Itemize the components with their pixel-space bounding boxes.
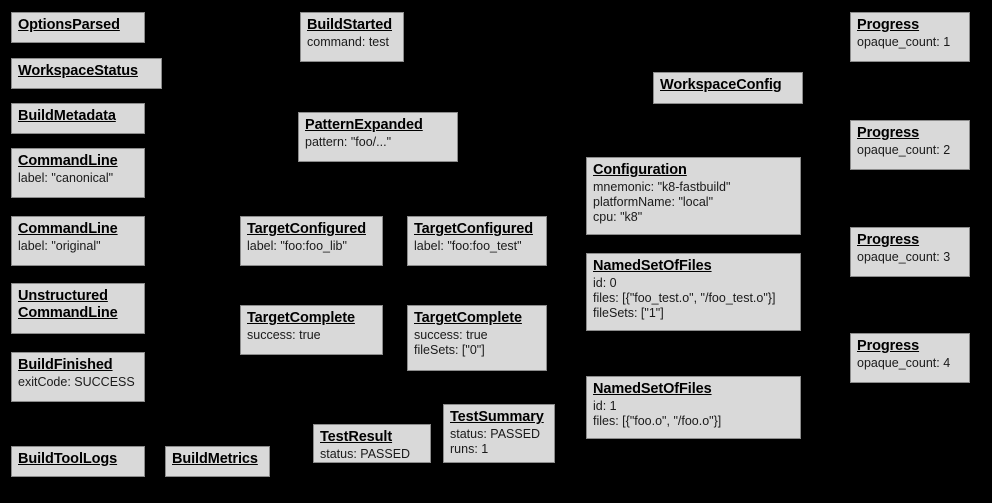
node-build-metrics[interactable]: BuildMetrics bbox=[165, 446, 270, 477]
node-progress-2[interactable]: Progress opaque_count: 2 bbox=[850, 120, 970, 170]
node-title: NamedSetOfFiles bbox=[593, 381, 712, 397]
node-build-started[interactable]: BuildStarted command: test bbox=[300, 12, 404, 62]
node-fields: label: "original" bbox=[18, 239, 138, 254]
node-field: command: test bbox=[307, 35, 389, 49]
node-configuration[interactable]: Configuration mnemonic: "k8-fastbuild"pla… bbox=[586, 157, 801, 235]
node-title: TargetComplete bbox=[247, 310, 355, 326]
node-field: mnemonic: "k8-fastbuild" bbox=[593, 180, 731, 194]
node-pattern-expanded[interactable]: PatternExpanded pattern: "foo/..." bbox=[298, 112, 458, 162]
node-field: runs: 1 bbox=[450, 442, 489, 456]
node-progress-3[interactable]: Progress opaque_count: 3 bbox=[850, 227, 970, 277]
node-fields: success: true bbox=[247, 328, 376, 343]
node-field: files: [{"foo.o", "/foo.o"}] bbox=[593, 414, 722, 428]
node-field: cpu: "k8" bbox=[593, 210, 643, 224]
node-command-line-original[interactable]: CommandLine label: "original" bbox=[11, 216, 145, 266]
node-fields: opaque_count: 4 bbox=[857, 356, 963, 371]
node-title: TargetConfigured bbox=[414, 221, 533, 237]
node-fields: opaque_count: 2 bbox=[857, 143, 963, 158]
node-title: OptionsParsed bbox=[18, 17, 120, 33]
node-field: success: true bbox=[247, 328, 321, 342]
node-test-result[interactable]: TestResult status: PASSED bbox=[313, 424, 431, 463]
node-title: TestResult bbox=[320, 429, 393, 445]
node-fields: command: test bbox=[307, 35, 397, 50]
node-build-finished[interactable]: BuildFinished exitCode: SUCCESS bbox=[11, 352, 145, 402]
node-field: status: PASSED bbox=[320, 447, 411, 461]
node-target-configured-foo-test[interactable]: TargetConfigured label: "foo:foo_test" bbox=[407, 216, 547, 266]
node-title: WorkspaceStatus bbox=[18, 63, 138, 79]
node-target-configured-foo-lib[interactable]: TargetConfigured label: "foo:foo_lib" bbox=[240, 216, 383, 266]
node-workspace-config[interactable]: WorkspaceConfig bbox=[653, 72, 803, 104]
node-target-complete-lib[interactable]: TargetComplete success: true bbox=[240, 305, 383, 355]
node-title: WorkspaceConfig bbox=[660, 77, 782, 93]
node-fields: exitCode: SUCCESS bbox=[18, 375, 138, 390]
node-title: BuildToolLogs bbox=[18, 451, 118, 467]
node-fields: label: "foo:foo_lib" bbox=[247, 239, 376, 254]
node-field: pattern: "foo/..." bbox=[305, 135, 392, 149]
node-title: TargetConfigured bbox=[247, 221, 366, 237]
node-field: opaque_count: 1 bbox=[857, 35, 951, 49]
node-field: label: "foo:foo_test" bbox=[414, 239, 522, 253]
node-title: BuildMetadata bbox=[18, 108, 116, 124]
node-title: TargetComplete bbox=[414, 310, 522, 326]
node-title: CommandLine bbox=[18, 221, 118, 237]
node-title: Progress bbox=[857, 232, 920, 248]
node-field: status: PASSED bbox=[450, 427, 541, 441]
node-field: success: true bbox=[414, 328, 488, 342]
node-field: id: 0 bbox=[593, 276, 617, 290]
node-title: NamedSetOfFiles bbox=[593, 258, 712, 274]
node-fields: opaque_count: 1 bbox=[857, 35, 963, 50]
node-progress-1[interactable]: Progress opaque_count: 1 bbox=[850, 12, 970, 62]
node-field: opaque_count: 3 bbox=[857, 250, 951, 264]
node-fields: label: "canonical" bbox=[18, 171, 138, 186]
node-field: fileSets: ["1"] bbox=[593, 306, 664, 320]
node-title: BuildStarted bbox=[307, 17, 393, 33]
node-fields: pattern: "foo/..." bbox=[305, 135, 451, 150]
node-unstructured-command-line[interactable]: Unstructured CommandLine bbox=[11, 283, 145, 334]
node-workspace-status[interactable]: WorkspaceStatus bbox=[11, 58, 162, 89]
node-title: Configuration bbox=[593, 162, 687, 178]
node-fields: status: PASSED bbox=[320, 447, 424, 462]
node-field: label: "original" bbox=[18, 239, 101, 253]
node-progress-4[interactable]: Progress opaque_count: 4 bbox=[850, 333, 970, 383]
node-field: fileSets: ["0"] bbox=[414, 343, 485, 357]
node-command-line-canonical[interactable]: CommandLine label: "canonical" bbox=[11, 148, 145, 198]
node-options-parsed[interactable]: OptionsParsed bbox=[11, 12, 145, 43]
node-fields: mnemonic: "k8-fastbuild"platformName: "l… bbox=[593, 180, 794, 225]
node-field: exitCode: SUCCESS bbox=[18, 375, 135, 389]
node-field: opaque_count: 2 bbox=[857, 143, 951, 157]
node-title: PatternExpanded bbox=[305, 117, 423, 133]
node-field: opaque_count: 4 bbox=[857, 356, 951, 370]
node-fields: opaque_count: 3 bbox=[857, 250, 963, 265]
node-title: Progress bbox=[857, 17, 920, 33]
node-title: BuildFinished bbox=[18, 357, 113, 373]
node-title: BuildMetrics bbox=[172, 451, 258, 467]
node-title: Unstructured CommandLine bbox=[18, 288, 118, 321]
node-title: Progress bbox=[857, 125, 920, 141]
node-fields: label: "foo:foo_test" bbox=[414, 239, 540, 254]
node-build-metadata[interactable]: BuildMetadata bbox=[11, 103, 145, 134]
node-field: label: "foo:foo_lib" bbox=[247, 239, 347, 253]
node-title: CommandLine bbox=[18, 153, 118, 169]
node-title: TestSummary bbox=[450, 409, 544, 425]
node-field: files: [{"foo_test.o", "/foo_test.o"}] bbox=[593, 291, 776, 305]
node-title: Progress bbox=[857, 338, 920, 354]
node-build-tool-logs[interactable]: BuildToolLogs bbox=[11, 446, 145, 477]
node-field: label: "canonical" bbox=[18, 171, 114, 185]
node-field: id: 1 bbox=[593, 399, 617, 413]
node-field: platformName: "local" bbox=[593, 195, 714, 209]
